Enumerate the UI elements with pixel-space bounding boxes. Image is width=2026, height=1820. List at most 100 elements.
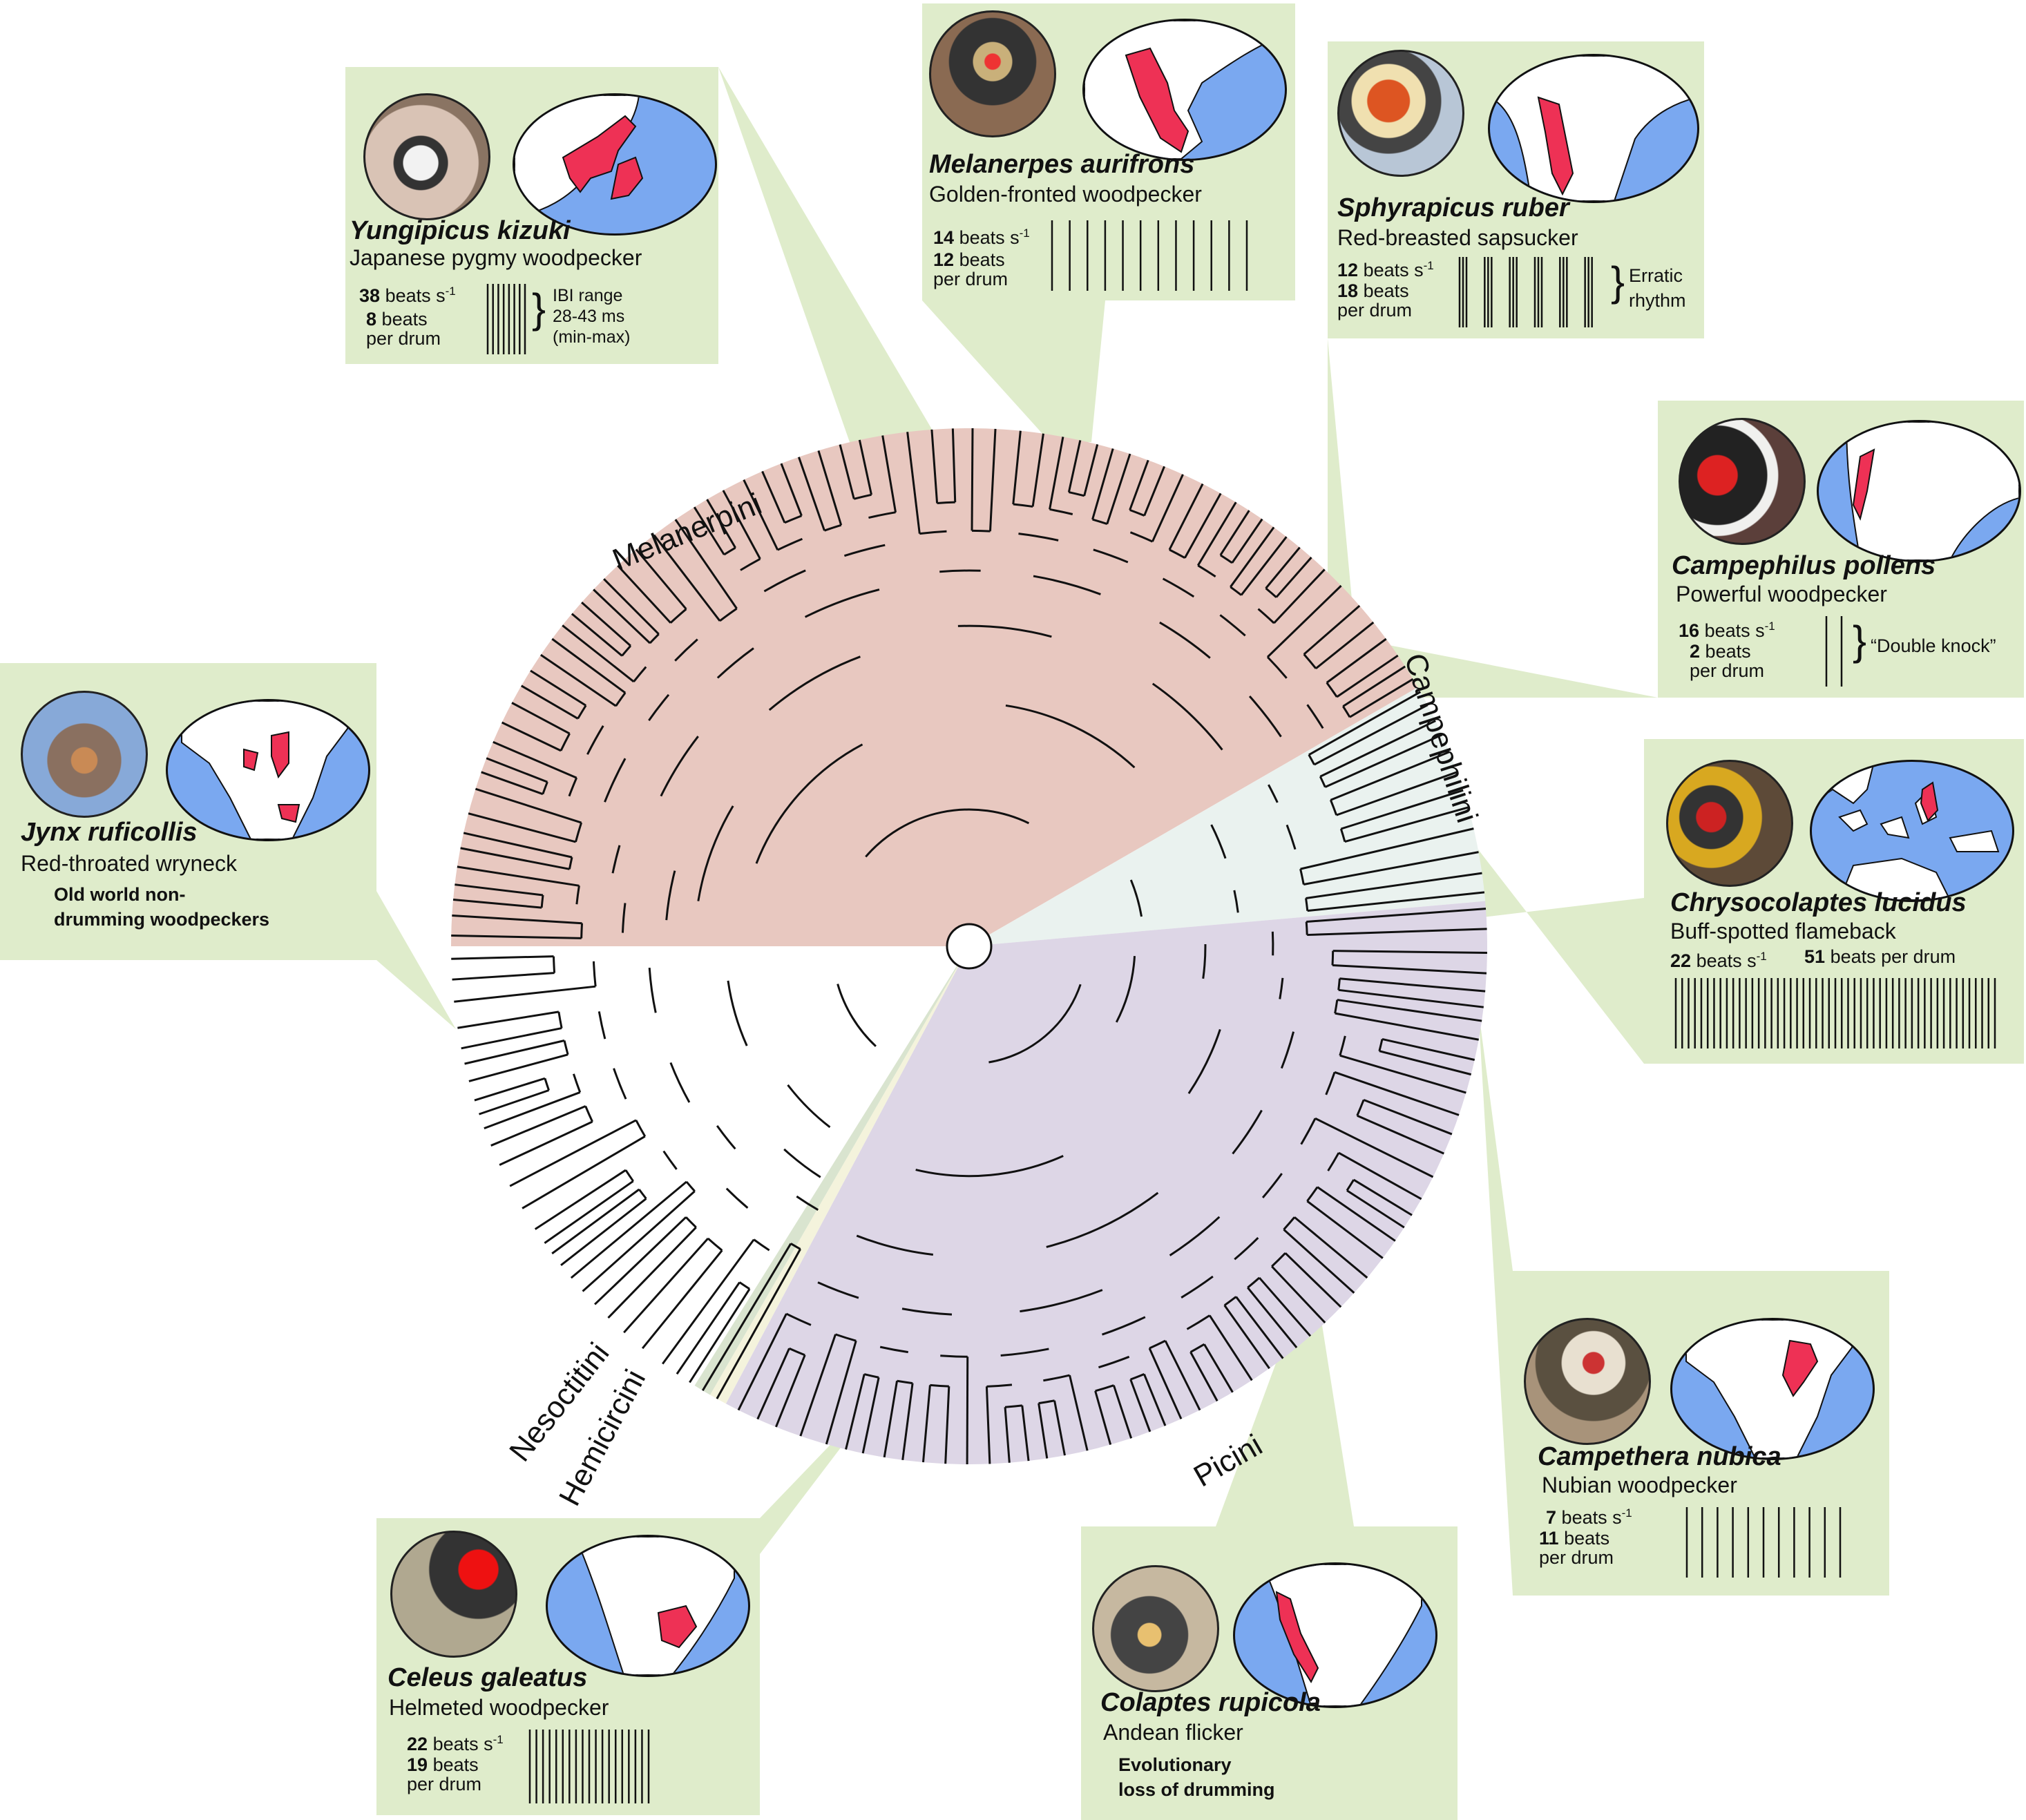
tree-tip-branch: [461, 1027, 562, 1050]
tree-tip-branch: [722, 490, 761, 559]
tree-node-arc: [783, 1148, 821, 1178]
tree-node-arc: [633, 666, 647, 682]
callout-wedge: [376, 891, 456, 1029]
tree-tip-branch: [474, 1077, 546, 1102]
tree-tip-branch: [522, 1135, 646, 1209]
tree-tip-branch: [1230, 526, 1275, 588]
tree-node-arc: [971, 529, 991, 533]
rate-sup: -1: [1764, 620, 1775, 633]
tree-tip-branch: [1330, 751, 1450, 801]
tree-tip-branch: [509, 1119, 637, 1187]
tree-node-arc: [604, 758, 627, 803]
tree-tip-branch: [775, 1354, 806, 1428]
tree-node-arc: [1018, 533, 1059, 542]
tree-tip-branch: [971, 428, 974, 531]
tree-tip-branch: [468, 1053, 568, 1082]
tree-node-arc: [738, 1281, 750, 1290]
tree-tip-branch: [1340, 789, 1464, 830]
photo-melanerpes: [929, 10, 1056, 137]
rate-sup: -1: [493, 1733, 504, 1746]
tree-node-arc: [865, 808, 1030, 858]
tree-node-arc: [1092, 518, 1108, 526]
tree-node-arc: [988, 984, 1082, 1064]
tree-node-arc: [1286, 824, 1297, 850]
tree-tip-branch: [452, 972, 555, 981]
tree-tip-branch: [1223, 1304, 1270, 1370]
tree-node-arc: [939, 569, 981, 573]
ibi-line1: IBI range: [553, 286, 623, 305]
rate-num: 7: [1546, 1507, 1557, 1528]
ibi-line3: (min-max): [553, 327, 631, 347]
tree-tip-branch: [451, 955, 554, 960]
tree-tip-branch: [1271, 1265, 1326, 1324]
tree-tip-branch: [706, 499, 736, 548]
tree-tip-branch: [1129, 1379, 1151, 1433]
tree-tip-branch: [1038, 1403, 1049, 1459]
tree-node-arc: [584, 1105, 593, 1122]
drum-trace-campephilus: [1825, 616, 1843, 687]
beats-melanerpes: 12 beats: [933, 249, 1005, 270]
erratic-brace: }: [1611, 258, 1625, 305]
tree-node-arc: [1337, 978, 1341, 990]
tree-node-arc: [940, 1354, 968, 1358]
beats-yungipicus: 8 beats: [366, 309, 428, 329]
beats-num: 2: [1690, 641, 1701, 662]
callout-wedge: [1328, 338, 1354, 622]
tree-node-arc: [662, 1150, 678, 1170]
tree-tip-branch: [1012, 430, 1022, 505]
common-name-melanerpes: Golden-fronted woodpecker: [929, 182, 1202, 207]
tree-tip-branch: [653, 534, 721, 622]
tree-tip-branch: [1308, 691, 1422, 756]
common-name-campephilus: Powerful woodpecker: [1676, 582, 1887, 606]
tree-node-arc: [768, 655, 861, 711]
tree-tip-branch: [1112, 1385, 1133, 1439]
rate-num: 12: [1337, 260, 1359, 280]
tree-tip-branch: [1283, 1229, 1355, 1294]
tree-tip-branch: [1336, 654, 1399, 698]
rate-unit: beats s: [1696, 950, 1757, 971]
tree-tip-branch: [1313, 704, 1428, 766]
tree-tip-branch: [582, 1190, 696, 1292]
tree-node-arc: [1266, 656, 1288, 679]
tree-tip-branch: [1189, 1351, 1219, 1402]
photo-chrysocolaptes: [1666, 760, 1793, 887]
sci-name-jynx: Jynx ruficollis: [21, 818, 198, 847]
tree-tip-branch: [562, 624, 635, 683]
map-chrysocolaptes: [1810, 760, 2014, 902]
panel-campephilus: Campephilus pollens Powerful woodpecker …: [1658, 401, 2024, 698]
perdrum-sphyrapicus: per drum: [1337, 300, 1413, 320]
sector-campephilini: [969, 687, 1486, 946]
tree-tip-branch: [881, 435, 897, 513]
tree-node-arc: [1151, 682, 1223, 751]
tree-tip-branch: [1336, 771, 1458, 816]
colaptes-note-line2: loss of drumming: [1118, 1779, 1275, 1800]
tree-tip-branch: [1129, 459, 1149, 510]
tree-tip-branch: [1379, 1050, 1472, 1076]
rate-unit: beats s: [1704, 620, 1765, 641]
beats-num: 18: [1337, 280, 1359, 301]
rate-unit: beats s: [385, 285, 446, 306]
tree-tip-branch: [780, 463, 803, 517]
tree-node-arc: [1271, 931, 1274, 956]
tree-node-arc: [930, 1383, 949, 1388]
tree-tip-branch: [1338, 1151, 1422, 1200]
tree-tip-branch: [1342, 665, 1406, 707]
tree-node-arc: [611, 845, 621, 874]
tree-node-arc: [1005, 704, 1136, 769]
tree-node-arc: [1102, 1316, 1146, 1336]
tree-tip-branch: [689, 1288, 751, 1383]
tree-node-arc: [716, 1125, 736, 1150]
ibi-line2: 28-43 ms: [553, 307, 625, 326]
beats-num: 8: [366, 309, 377, 329]
tree-tip-branch: [921, 1385, 931, 1463]
tree-tip-branch: [499, 1120, 593, 1167]
tree-tip-branch: [1339, 1054, 1466, 1094]
tree-tip-branch: [486, 757, 548, 783]
tree-tip-branch: [457, 1010, 560, 1029]
tree-tip-branch: [493, 740, 577, 779]
rate-melanerpes: 14 beats s-1: [933, 223, 1030, 248]
panel-campethera: Campethera nubica Nubian woodpecker 7 be…: [1513, 1271, 1889, 1596]
tree-tip-branch: [1307, 891, 1485, 912]
tree-tip-branch: [457, 865, 580, 887]
callout-wedge: [922, 300, 1105, 442]
